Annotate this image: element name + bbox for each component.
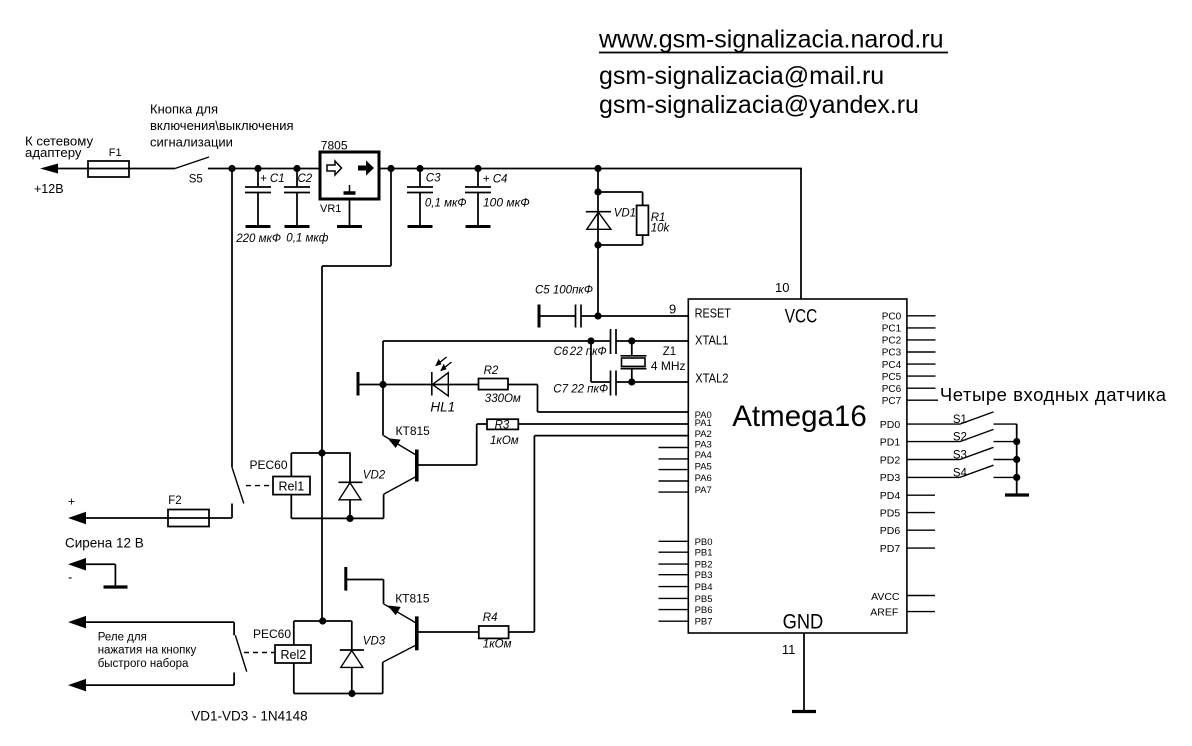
svg-text:PA6: PA6	[695, 473, 712, 484]
svg-text:Rel1: Rel1	[279, 480, 305, 494]
svg-text:PA0: PA0	[695, 410, 712, 421]
svg-text:S5: S5	[189, 174, 203, 186]
svg-text:9: 9	[669, 302, 676, 317]
svg-text:PD3: PD3	[880, 472, 901, 484]
svg-text:XTAL2: XTAL2	[695, 371, 729, 386]
svg-text:PEC60: PEC60	[250, 458, 288, 472]
svg-text:PB2: PB2	[695, 560, 713, 571]
svg-text:Кнопка для: Кнопка для	[150, 102, 218, 117]
svg-text:11: 11	[782, 642, 796, 657]
svg-text:XTAL1: XTAL1	[695, 333, 729, 348]
svg-text:10k: 10k	[651, 223, 671, 235]
svg-text:PC5: PC5	[882, 372, 902, 383]
svg-text:PD7: PD7	[880, 543, 901, 555]
svg-text:PD2: PD2	[880, 454, 901, 466]
svg-text:VCC: VCC	[785, 305, 817, 327]
svg-text:+ C1: + C1	[260, 173, 285, 185]
svg-text:PA5: PA5	[695, 461, 712, 472]
svg-text:C3: C3	[426, 172, 441, 184]
svg-text:VD3: VD3	[363, 635, 386, 647]
svg-text:gsm-signalizacia@mail.ru: gsm-signalizacia@mail.ru	[599, 62, 884, 90]
svg-text:Atmega16: Atmega16	[732, 400, 866, 433]
svg-text:PB6: PB6	[695, 605, 713, 616]
svg-text:включения\выключения: включения\выключения	[150, 118, 294, 133]
svg-text:PA4: PA4	[695, 450, 712, 461]
svg-text:4 MHz: 4 MHz	[651, 359, 686, 373]
svg-text:PD0: PD0	[880, 419, 901, 431]
svg-text:PA1: PA1	[695, 418, 712, 429]
svg-text:+: +	[68, 495, 75, 509]
svg-text:R4: R4	[483, 612, 498, 624]
svg-text:10: 10	[775, 280, 789, 295]
svg-text:PD1: PD1	[880, 436, 901, 448]
svg-text:S2: S2	[953, 432, 967, 444]
svg-text:PC4: PC4	[882, 360, 902, 371]
svg-text:PB4: PB4	[695, 582, 713, 593]
svg-text:22 пкФ: 22 пкФ	[569, 346, 607, 358]
svg-text:PC2: PC2	[882, 336, 902, 347]
svg-text:C5 100пкФ: C5 100пкФ	[535, 284, 593, 296]
svg-text:R1: R1	[651, 212, 666, 224]
svg-text:F1: F1	[109, 147, 122, 159]
svg-text:gsm-signalizacia@yandex.ru: gsm-signalizacia@yandex.ru	[599, 91, 919, 119]
svg-text:PA3: PA3	[695, 439, 712, 450]
svg-text:PB1: PB1	[695, 548, 713, 559]
svg-text:PB0: PB0	[695, 537, 713, 548]
svg-text:R2: R2	[484, 365, 499, 377]
svg-text:сигнализации: сигнализации	[150, 135, 233, 150]
svg-text:Реле для: Реле для	[98, 631, 147, 643]
svg-text:R3: R3	[495, 419, 510, 431]
svg-text:PD6: PD6	[880, 525, 901, 537]
svg-text:PC3: PC3	[882, 348, 902, 359]
svg-text:PEC60: PEC60	[253, 627, 291, 641]
svg-text:КТ815: КТ815	[396, 424, 431, 438]
svg-text:PC1: PC1	[882, 324, 902, 335]
svg-text:Сирена 12 В: Сирена 12 В	[65, 536, 144, 551]
svg-text:100 мкФ: 100 мкФ	[483, 196, 530, 210]
svg-text:Rel2: Rel2	[281, 648, 307, 662]
svg-text:PC6: PC6	[882, 384, 902, 395]
svg-text:7805: 7805	[321, 138, 348, 152]
svg-text:VD2: VD2	[363, 469, 386, 481]
svg-text:PD5: PD5	[880, 507, 901, 519]
svg-text:GND: GND	[783, 610, 824, 633]
svg-text:1кОм: 1кОм	[490, 435, 519, 447]
svg-text:нажатия на кнопку: нажатия на кнопку	[98, 645, 197, 657]
svg-text:+12В: +12В	[34, 182, 64, 196]
svg-text:330Ом: 330Ом	[485, 393, 521, 405]
svg-text:0,1 мкф: 0,1 мкф	[286, 232, 328, 244]
svg-text:PB3: PB3	[695, 570, 713, 581]
svg-text:220 мкФ: 220 мкФ	[235, 233, 281, 245]
svg-text:C7 22 пкФ: C7 22 пкФ	[553, 384, 608, 396]
svg-text:www.gsm-signalizacia.narod.ru: www.gsm-signalizacia.narod.ru	[598, 26, 944, 54]
svg-text:К сетевому: К сетевому	[25, 133, 93, 148]
svg-text:C6: C6	[554, 346, 569, 358]
svg-text:Z1: Z1	[663, 346, 676, 358]
svg-text:1кОм: 1кОм	[483, 638, 512, 650]
svg-text:AREF: AREF	[870, 606, 898, 618]
svg-text:0,1 мкФ: 0,1 мкФ	[425, 197, 467, 209]
svg-text:PC0: PC0	[882, 311, 902, 322]
svg-text:-: -	[68, 570, 72, 585]
svg-text:PB7: PB7	[695, 617, 713, 628]
svg-text:VD1-VD3 - 1N4148: VD1-VD3 - 1N4148	[191, 709, 307, 724]
svg-text:+ C4: + C4	[483, 173, 508, 185]
svg-text:AVCC: AVCC	[871, 591, 900, 603]
svg-text:HL1: HL1	[430, 400, 455, 415]
svg-text:C2: C2	[298, 173, 313, 185]
svg-text:PC7: PC7	[882, 396, 902, 407]
svg-text:PB5: PB5	[695, 594, 713, 605]
svg-text:PD4: PD4	[880, 490, 901, 502]
svg-text:VR1: VR1	[320, 203, 341, 215]
svg-text:PA2: PA2	[695, 429, 712, 440]
svg-text:S3: S3	[953, 450, 967, 462]
svg-text:PA7: PA7	[695, 485, 712, 496]
svg-text:RESET: RESET	[695, 306, 731, 321]
svg-text:КТ815: КТ815	[395, 592, 430, 606]
svg-text:Четыре входных датчика: Четыре входных датчика	[940, 384, 1167, 405]
svg-text:F2: F2	[168, 495, 181, 507]
svg-text:быстрого набора: быстрого набора	[98, 658, 189, 670]
svg-text:VD1: VD1	[614, 208, 636, 220]
svg-text:адаптеру: адаптеру	[25, 145, 82, 160]
